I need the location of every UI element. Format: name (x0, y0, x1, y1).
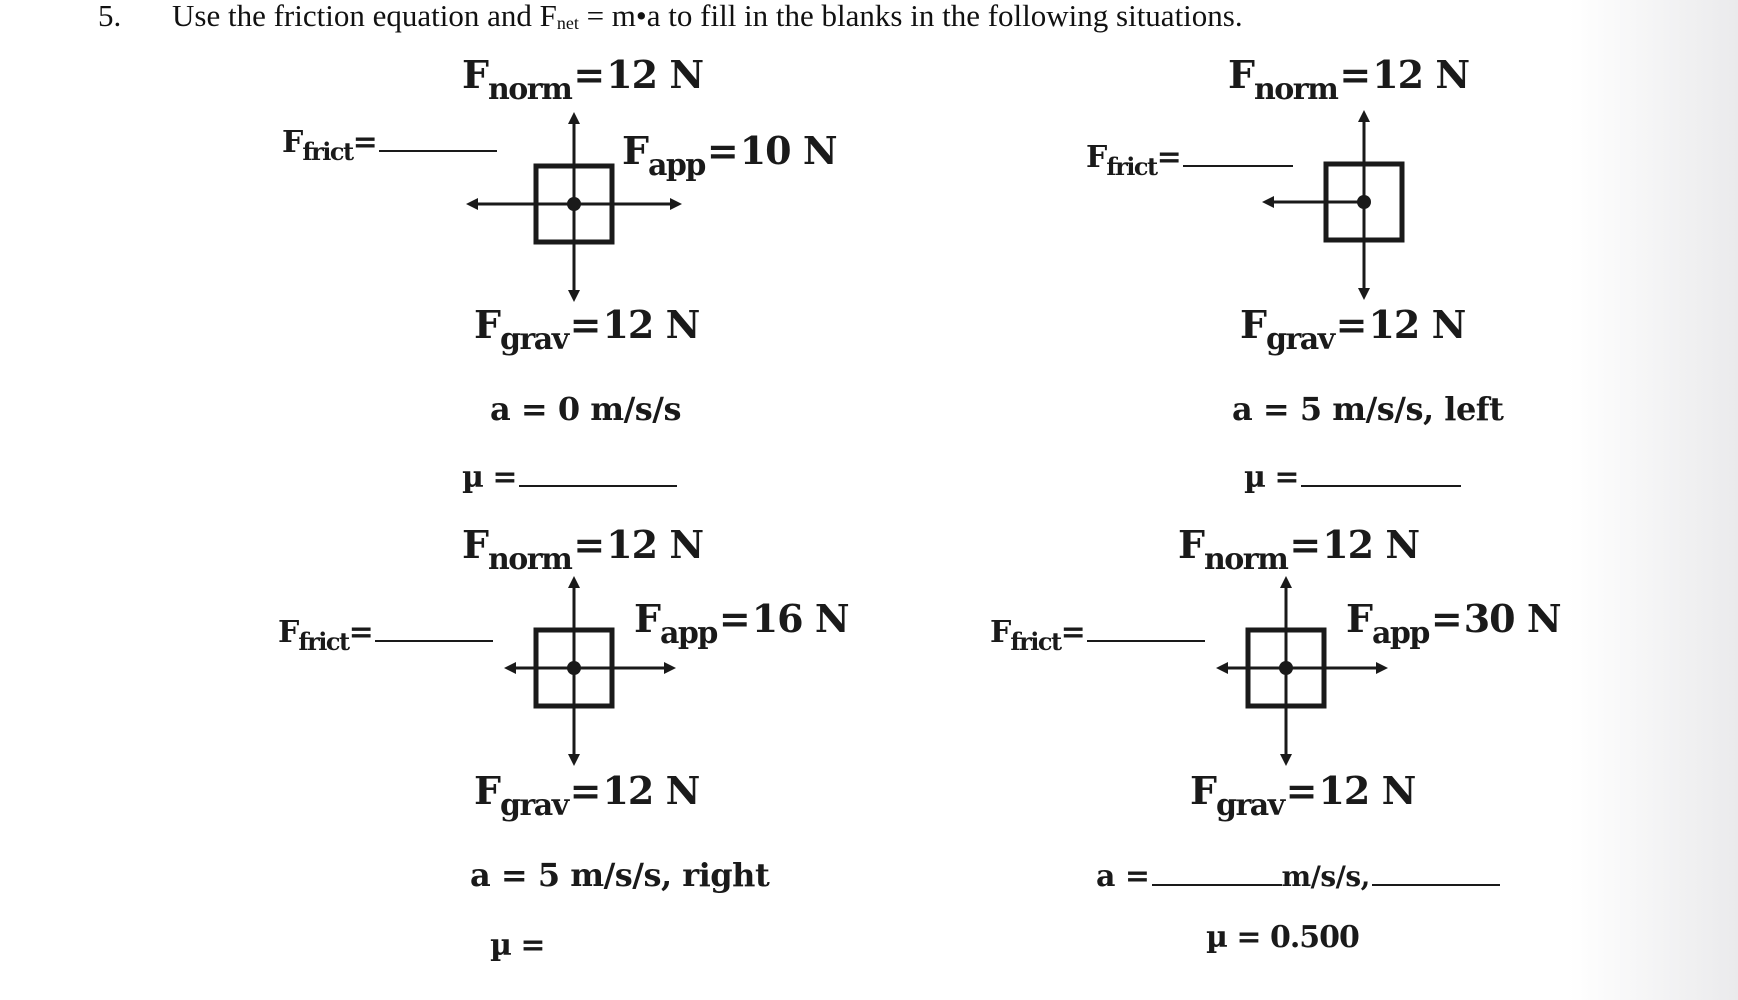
p1-up-arrowhead (568, 112, 580, 124)
p3-ffrict-blank[interactable] (374, 640, 493, 642)
p3-up-arrowhead (568, 576, 580, 588)
p4-acceleration: a =m/s/s, (1096, 856, 1500, 894)
p1-left-arrowhead (466, 198, 478, 210)
p2-left-arrowhead (1262, 196, 1274, 208)
question-text: Use the friction equation and Fnet = m•a… (172, 0, 1243, 34)
p2-center-dot (1357, 195, 1371, 209)
p2-mu-blank[interactable] (1300, 485, 1461, 487)
page-shadow (1568, 0, 1738, 1000)
p1-right-arrowhead (670, 198, 682, 210)
p3-fapp-label: Fapp=16 N (634, 596, 850, 651)
p4-ffrict-blank[interactable] (1086, 640, 1205, 642)
p4-up-arrowhead (1280, 576, 1292, 588)
p3-left-arrowhead (504, 662, 516, 674)
p1-free-body-diagram (466, 112, 682, 302)
p1-acceleration: a = 0 m/s/s (490, 390, 682, 428)
p3-down-arrowhead (568, 754, 580, 766)
p3-ffrict-label: Ffrict= (278, 615, 493, 656)
p4-right-arrowhead (1376, 662, 1388, 674)
p1-fgrav-label: Fgrav=12 N (474, 302, 700, 357)
p2-down-arrowhead (1358, 288, 1370, 300)
question-text-before: Use the friction equation and F (172, 0, 557, 33)
p4-direction-blank[interactable] (1371, 884, 1500, 886)
p2-fgrav-label: Fgrav=12 N (1240, 302, 1466, 357)
p2-ffrict-blank[interactable] (1182, 165, 1293, 167)
p4-free-body-diagram (1216, 576, 1388, 766)
question-number: 5. (98, 0, 122, 33)
p2-free-body-diagram (1262, 110, 1405, 300)
p4-down-arrowhead (1280, 754, 1292, 766)
p2-mu-label: µ = (1244, 460, 1461, 495)
p4-center-dot (1279, 661, 1293, 675)
p2-ffrict-label: Ffrict= (1086, 140, 1293, 181)
p4-mu-value: µ = 0.500 (1206, 920, 1360, 955)
p4-fapp-label: Fapp=30 N (1346, 596, 1562, 651)
question-text-after: = m•a to fill in the blanks in the follo… (578, 0, 1243, 33)
p1-mu-blank[interactable] (518, 485, 677, 487)
p2-fnorm-label: Fnorm=12 N (1228, 52, 1470, 107)
p4-accel-unit: m/s/s, (1281, 860, 1371, 893)
p3-mu-label: µ = (490, 928, 546, 963)
p3-fnorm-label: Fnorm=12 N (462, 522, 704, 577)
p1-fnorm-label: Fnorm=12 N (462, 52, 704, 107)
p1-down-arrowhead (568, 290, 580, 302)
p1-center-dot (567, 197, 581, 211)
question-text-sub: net (556, 13, 579, 33)
p1-ffrict-blank[interactable] (378, 150, 497, 152)
p3-free-body-diagram (504, 576, 676, 766)
p4-fnorm-label: Fnorm=12 N (1178, 522, 1420, 577)
p4-ffrict-label: Ffrict= (990, 615, 1205, 656)
p1-ffrict-label: Ffrict= (282, 125, 497, 166)
p3-acceleration: a = 5 m/s/s, right (470, 856, 770, 894)
p2-up-arrowhead (1358, 110, 1370, 122)
p3-center-dot (567, 661, 581, 675)
p3-fgrav-label: Fgrav=12 N (474, 768, 700, 823)
p4-fgrav-label: Fgrav=12 N (1190, 768, 1416, 823)
p4-left-arrowhead (1216, 662, 1228, 674)
p2-acceleration: a = 5 m/s/s, left (1232, 390, 1504, 428)
p1-fapp-label: Fapp=10 N (622, 128, 838, 183)
p1-mu-label: µ = (462, 460, 677, 495)
p4-accel-blank[interactable] (1151, 884, 1282, 886)
p3-right-arrowhead (664, 662, 676, 674)
